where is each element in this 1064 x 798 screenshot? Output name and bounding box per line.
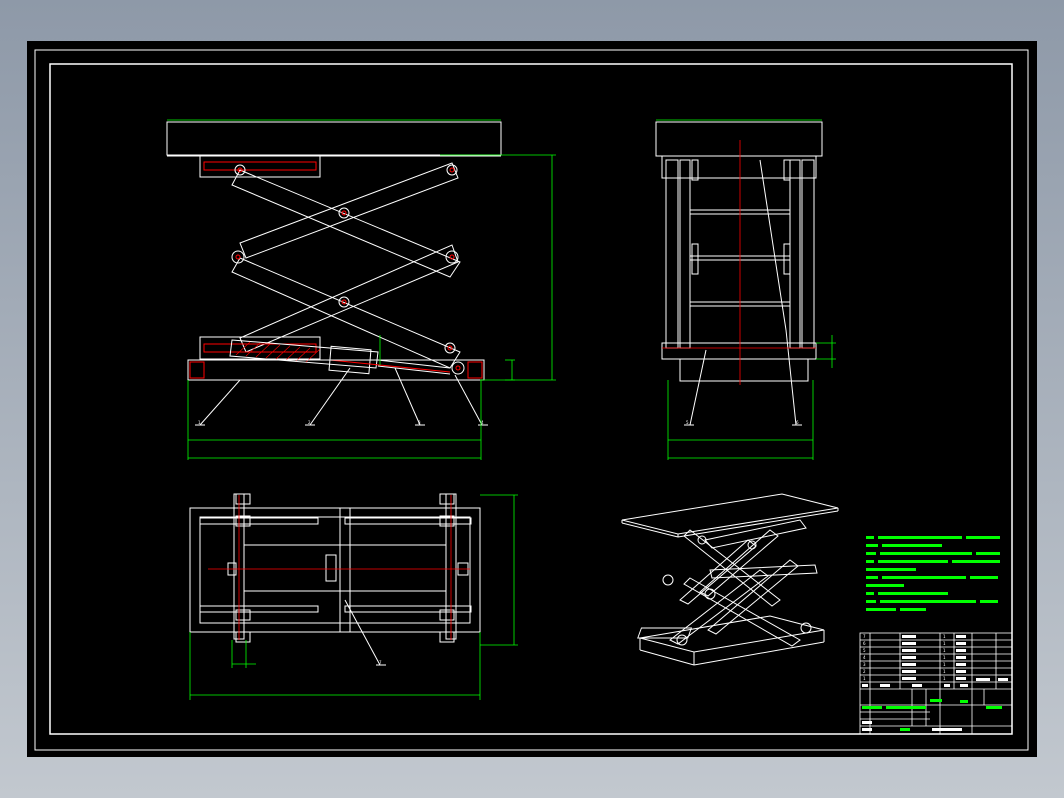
balloon-label: 4 <box>481 420 484 425</box>
part-qty: 1 <box>943 641 946 646</box>
front-upper-rail <box>199 154 321 178</box>
part-qty: 1 <box>943 648 946 653</box>
cylinder-hatch <box>235 341 321 363</box>
part-number: 4 <box>863 655 866 660</box>
part-number: 5 <box>863 648 866 653</box>
part-number: 2 <box>863 669 866 674</box>
side-balloon-numbers: 5 6 <box>686 420 799 425</box>
top-outline <box>189 507 481 633</box>
front-base <box>187 359 485 381</box>
scissor-arm <box>239 162 459 259</box>
front-lower-rail <box>199 336 321 360</box>
part-number: 3 <box>863 662 866 667</box>
pivot <box>338 207 350 219</box>
part-number: 6 <box>863 641 866 646</box>
balloon-label: 7 <box>379 660 382 665</box>
sheet-outer-border <box>34 49 1029 751</box>
pivot <box>445 250 459 264</box>
part-qty: 1 <box>943 676 946 681</box>
front-balloon-numbers: 1 2 3 4 <box>198 420 484 425</box>
sheet-inner-border <box>49 63 1013 735</box>
pivot <box>231 250 245 264</box>
pivot <box>446 164 458 176</box>
part-number: 7 <box>863 634 866 639</box>
balloon-label: 1 <box>198 420 201 425</box>
hydraulic-cylinder <box>229 339 379 369</box>
side-dimensions <box>656 119 836 460</box>
top-centerlines <box>208 495 470 640</box>
part-qty: 1 <box>943 662 946 667</box>
cad-viewport[interactable]: 1 2 3 4 <box>27 41 1037 757</box>
pivot <box>234 164 246 176</box>
part-number: 1 <box>863 676 866 681</box>
scissor-arm <box>239 244 459 353</box>
side-platform <box>655 121 823 157</box>
balloon-label: 2 <box>308 420 311 425</box>
title-block <box>859 632 1013 735</box>
scissor-arm <box>231 169 461 278</box>
side-view <box>655 121 823 426</box>
balloon-label: 3 <box>418 420 421 425</box>
balloon-label: 5 <box>686 420 689 425</box>
pivot <box>451 361 465 375</box>
front-platform <box>166 121 502 156</box>
top-view <box>189 493 481 666</box>
parts-list-numbers: 7 6 5 4 3 2 1 1 1 1 1 1 1 1 <box>863 634 946 681</box>
front-dimensions <box>167 119 556 460</box>
top-balloon-numbers: 7 <box>379 660 382 665</box>
balloon-label: 6 <box>796 420 799 425</box>
title-block-marks <box>862 635 1008 731</box>
top-dimensions <box>189 494 518 700</box>
side-base <box>661 342 817 360</box>
pivot <box>444 342 456 354</box>
part-qty: 1 <box>943 655 946 660</box>
pivot <box>338 296 350 308</box>
technical-notes <box>866 536 1000 611</box>
assembly-drawing: 1 2 3 4 <box>34 49 1029 751</box>
front-view <box>166 121 502 426</box>
part-qty: 1 <box>943 634 946 639</box>
isometric-view <box>621 493 839 666</box>
part-qty: 1 <box>943 669 946 674</box>
